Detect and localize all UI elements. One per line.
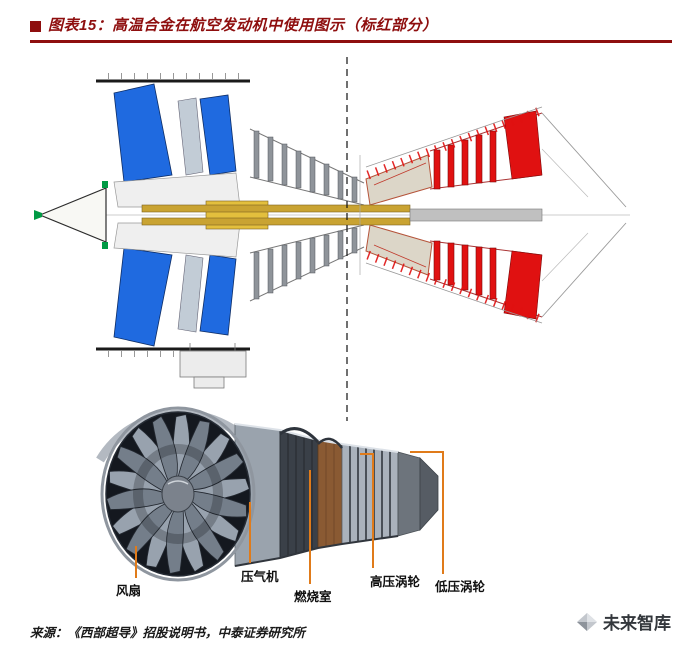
- figure-title: 图表15：高温合金在航空发动机中使用图示（标红部分）: [48, 17, 438, 34]
- engine-top-half: [96, 73, 627, 208]
- watermark: 未来智库: [576, 609, 671, 634]
- compressor-blades: [253, 130, 358, 203]
- top-pipe: [279, 427, 320, 444]
- engine-cross-section: [34, 57, 650, 421]
- green-markers: [34, 181, 108, 249]
- spinner-cone: [38, 187, 107, 243]
- turbine-blades: [433, 110, 543, 190]
- turbine-shaft: [409, 208, 543, 222]
- fan-assembly: [100, 406, 256, 582]
- label-combustor: 燃烧室: [294, 590, 332, 604]
- label-compressor: 压气机: [241, 570, 279, 584]
- gem-icon: [577, 612, 597, 631]
- header-rule: [30, 40, 672, 43]
- callout-lines: [135, 451, 444, 584]
- label-hp-turbine: 高压涡轮: [370, 575, 421, 589]
- footer-source: 来源：《西部超导》招股说明书，中泰证券研究所: [30, 626, 306, 640]
- engine-bottom-half: [96, 223, 626, 354]
- combustor-line: [373, 162, 427, 186]
- fan-blades: [113, 83, 237, 183]
- fan-case-ring: [100, 406, 256, 582]
- callout-line-hp-turbine: [360, 453, 374, 568]
- engine-body: [234, 423, 439, 567]
- callout-line-lp-turbine: [410, 451, 444, 574]
- figure-bullet: [30, 21, 41, 32]
- spinner-highlight: [167, 480, 189, 485]
- top-pipe-2: [317, 437, 343, 449]
- exhaust-lines: [541, 112, 627, 208]
- shaft: [141, 200, 411, 230]
- fan-stator: [177, 97, 204, 176]
- engine-photo: [96, 406, 444, 584]
- spinner: [161, 475, 195, 513]
- rear-casing-line: [365, 106, 543, 168]
- label-fan: 风扇: [116, 584, 142, 598]
- watermark-text: 未来智库: [603, 614, 671, 633]
- fan-depth-ring: [133, 444, 223, 544]
- combustor: [365, 154, 433, 206]
- label-lp-turbine: 低压涡轮: [435, 580, 486, 594]
- gearbox: [179, 343, 247, 389]
